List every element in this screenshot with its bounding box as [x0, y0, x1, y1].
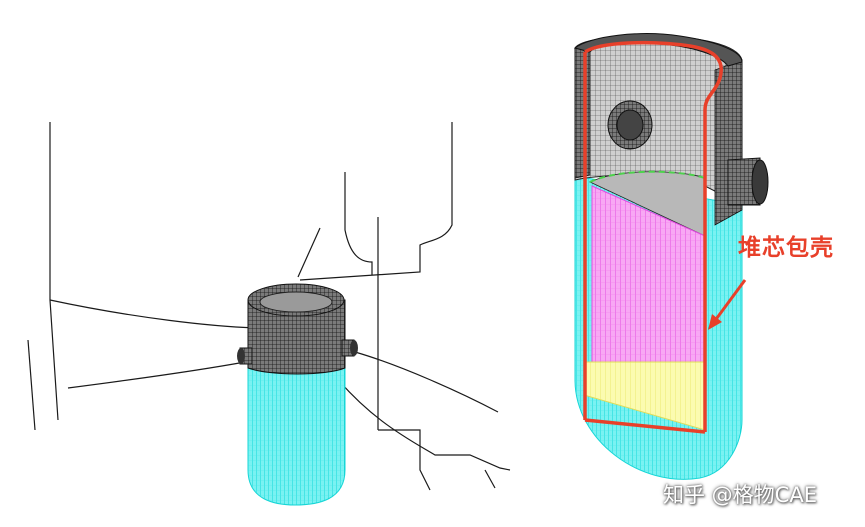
containment-outline	[27, 122, 511, 491]
nozzle-right	[341, 339, 358, 357]
inner-nozzle	[607, 100, 653, 150]
core-shroud	[583, 40, 723, 434]
vessel-cutaway	[573, 33, 769, 480]
nozzle-left	[237, 347, 253, 365]
core-shroud-label: 堆芯包壳	[738, 235, 834, 261]
callout-arrow	[708, 279, 747, 330]
vessel-mesh-small	[237, 283, 358, 506]
outlet-nozzle	[727, 157, 769, 206]
watermark: 知乎 @格物CAE	[663, 483, 817, 507]
